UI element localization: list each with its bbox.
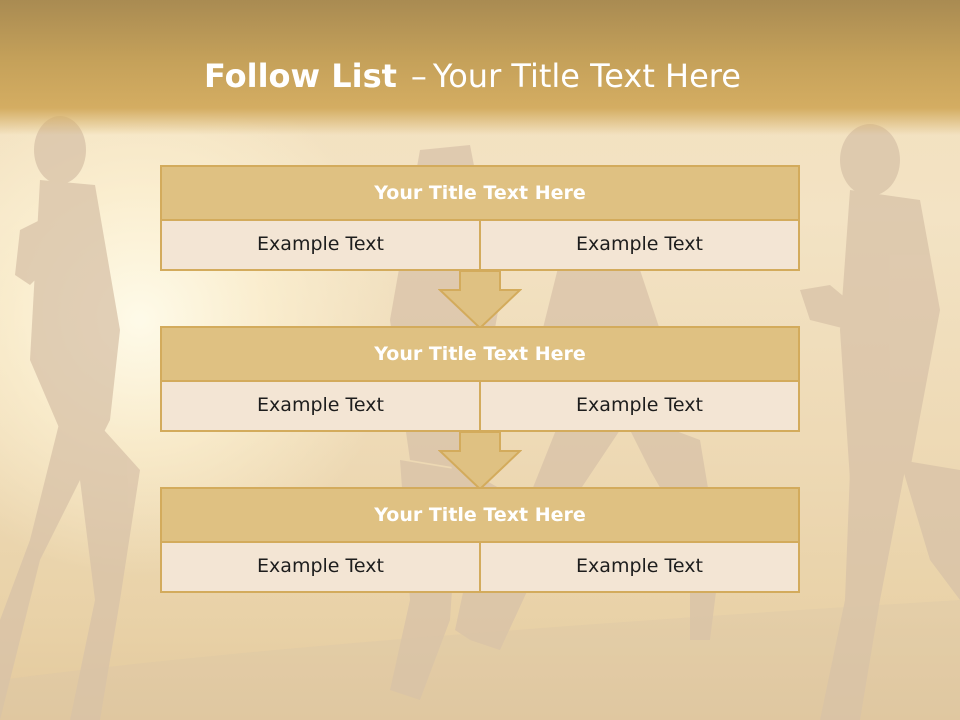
step-title: Your Title Text Here [160,326,800,382]
down-arrow-icon [438,431,522,491]
step-cell-left: Example Text [160,543,481,593]
step-row: Example Text Example Text [160,543,800,593]
step-title: Your Title Text Here [160,165,800,221]
step-block-3: Your Title Text Here Example Text Exampl… [160,487,800,593]
title-bold-part: Follow List [204,57,397,95]
step-cell-right: Example Text [481,543,800,593]
step-block-2: Your Title Text Here Example Text Exampl… [160,326,800,432]
slide-title: Follow List–Your Title Text Here [0,56,945,96]
step-cell-right: Example Text [481,221,800,271]
step-title: Your Title Text Here [160,487,800,543]
down-arrow-icon [438,270,522,330]
step-block-1: Your Title Text Here Example Text Exampl… [160,165,800,271]
title-separator: – [410,57,427,95]
step-row: Example Text Example Text [160,382,800,432]
step-cell-left: Example Text [160,221,481,271]
title-rest: Your Title Text Here [432,57,741,95]
step-cell-right: Example Text [481,382,800,432]
step-cell-left: Example Text [160,382,481,432]
step-row: Example Text Example Text [160,221,800,271]
title-band [0,0,960,135]
